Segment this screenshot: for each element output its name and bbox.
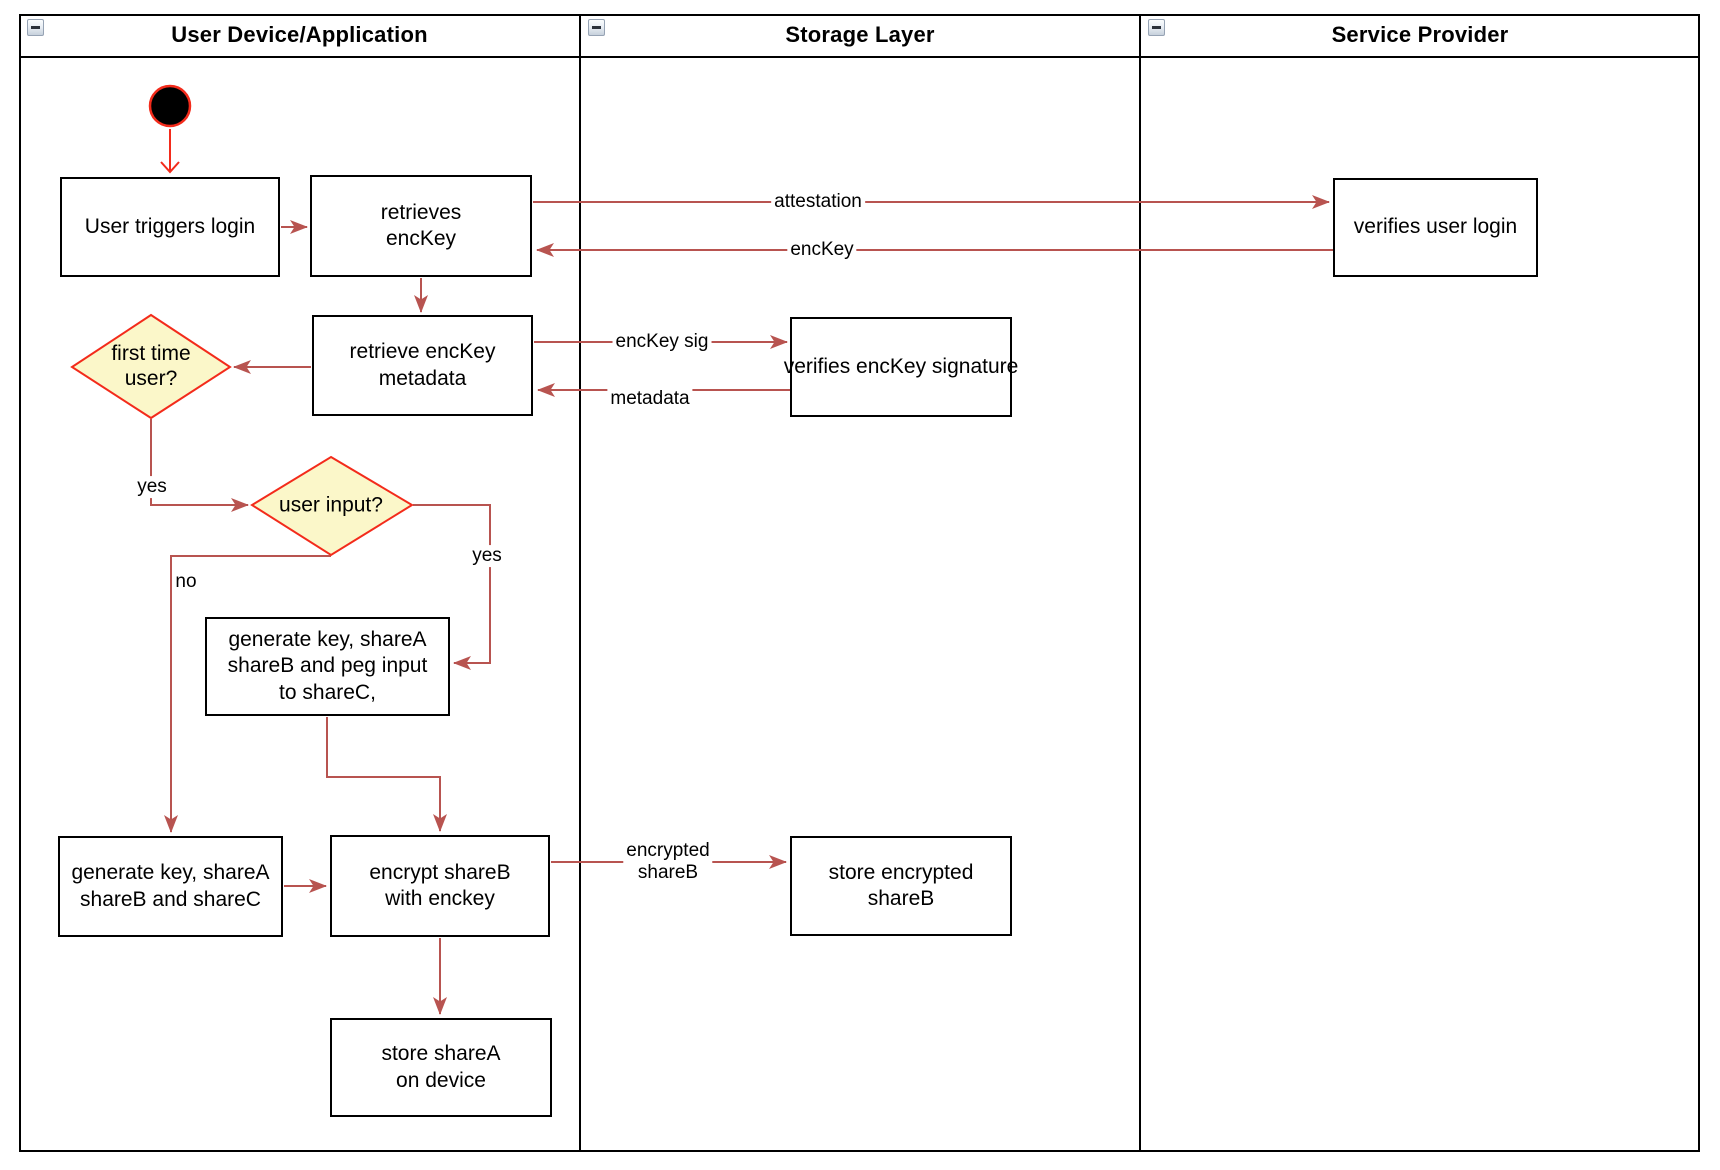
- collapse-lane-icon[interactable]: [588, 19, 605, 36]
- node-verifies-user-login[interactable]: verifies user login: [1333, 178, 1538, 277]
- node-generate-key-abc[interactable]: generate key, shareA shareB and shareC: [58, 836, 283, 937]
- node-label: encrypt shareB with enckey: [369, 860, 511, 910]
- edge-label-attestation: attestation: [771, 191, 865, 213]
- node-label: store encrypted shareB: [828, 860, 974, 910]
- swimlane-pool: [19, 14, 1700, 1152]
- node-store-encrypted-shareb[interactable]: store encrypted shareB: [790, 836, 1012, 936]
- edge-label-enckey-sig: encKey sig: [612, 331, 712, 353]
- decision-label-user-input: user input?: [279, 493, 383, 517]
- node-label: verifies user login: [1353, 215, 1518, 239]
- lane-title: User Device/Application: [171, 22, 428, 47]
- node-label: verifies encKey signature: [783, 354, 1019, 378]
- edge-label-no-user-input: no: [172, 571, 200, 593]
- node-label: retrieve encKey metadata: [349, 340, 496, 390]
- node-retrieves-enckey[interactable]: retrieves encKey: [310, 175, 532, 277]
- node-store-sharea[interactable]: store shareA on device: [330, 1018, 552, 1117]
- node-user-triggers-login[interactable]: User triggers login: [60, 177, 280, 277]
- minus-icon: [31, 26, 40, 29]
- lane-header-storage-layer: Storage Layer: [580, 14, 1140, 58]
- node-label: store shareA on device: [381, 1042, 501, 1092]
- edge-label-yes-user-input: yes: [469, 545, 505, 567]
- edge-label-metadata: metadata: [607, 388, 693, 410]
- node-label: generate key, shareA shareB and shareC: [71, 861, 270, 911]
- node-label: User triggers login: [84, 214, 256, 238]
- lane-header-user-device: User Device/Application: [19, 14, 580, 58]
- node-generate-key-peg[interactable]: generate key, shareA shareB and peg inpu…: [205, 617, 450, 716]
- minus-icon: [592, 26, 601, 29]
- lane-divider: [1139, 14, 1141, 1152]
- collapse-lane-icon[interactable]: [1148, 19, 1165, 36]
- collapse-lane-icon[interactable]: [27, 19, 44, 36]
- node-verifies-enckey-signature[interactable]: verifies encKey signature: [784, 317, 1018, 417]
- lane-header-service-provider: Service Provider: [1140, 14, 1700, 58]
- node-retrieve-enckey-metadata[interactable]: retrieve encKey metadata: [312, 315, 533, 416]
- decision-label-first-time-user: first time user?: [111, 341, 191, 390]
- node-label: generate key, shareA shareB and peg inpu…: [227, 628, 428, 704]
- lane-divider: [579, 14, 581, 1152]
- minus-icon: [1152, 26, 1161, 29]
- lane-title: Service Provider: [1331, 22, 1509, 47]
- node-encrypt-shareb[interactable]: encrypt shareB with enckey: [330, 835, 550, 937]
- node-label: retrieves encKey: [380, 200, 462, 250]
- edge-label-encrypted-shareb: encrypted shareB: [623, 840, 713, 884]
- edge-label-yes-first-time: yes: [134, 476, 170, 498]
- lane-title: Storage Layer: [785, 22, 935, 47]
- edge-label-enckey: encKey: [787, 239, 857, 261]
